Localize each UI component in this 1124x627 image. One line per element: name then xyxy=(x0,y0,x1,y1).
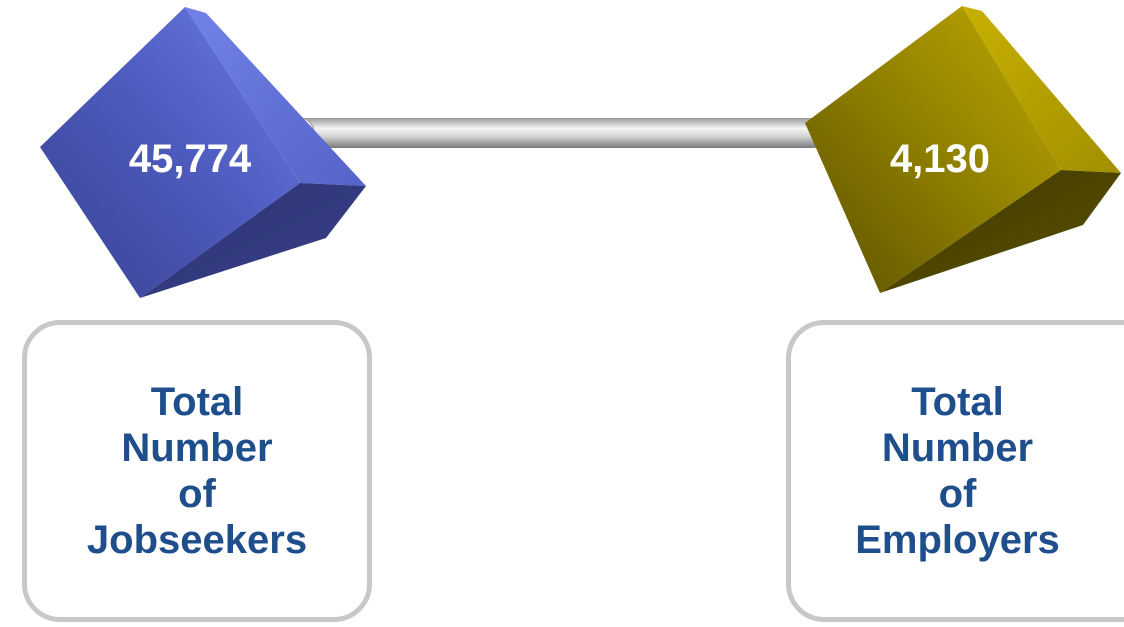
jobseekers-cube: 45,774 xyxy=(40,7,366,298)
employers-value: 4,130 xyxy=(890,137,990,181)
jobseekers-label-line: Total xyxy=(150,380,244,424)
jobseekers-cube-front xyxy=(40,7,300,298)
employers-cube-bottom xyxy=(880,170,1121,293)
employers-label-line: Number xyxy=(881,426,1034,470)
jobseekers-cube-side xyxy=(185,7,366,186)
employers-label-line: Total xyxy=(911,380,1004,424)
jobseekers-cube-bottom xyxy=(140,183,366,298)
jobseekers-label-line: Jobseekers xyxy=(86,518,308,562)
jobseekers-label-box: Total Number of Jobseekers xyxy=(22,320,372,622)
employers-cube: 4,130 xyxy=(805,6,1121,293)
connector-rod xyxy=(285,117,828,149)
employers-label-line: of xyxy=(938,472,977,516)
employers-cube-front xyxy=(805,6,1061,293)
jobseekers-value: 45,774 xyxy=(129,137,252,181)
jobseekers-label-line: Number xyxy=(121,426,273,470)
employers-label-line: Employers xyxy=(855,518,1060,562)
jobseekers-label-line: of xyxy=(178,472,216,516)
employers-label-box: Total Number of Employers xyxy=(786,320,1124,622)
employers-cube-side xyxy=(962,6,1121,173)
